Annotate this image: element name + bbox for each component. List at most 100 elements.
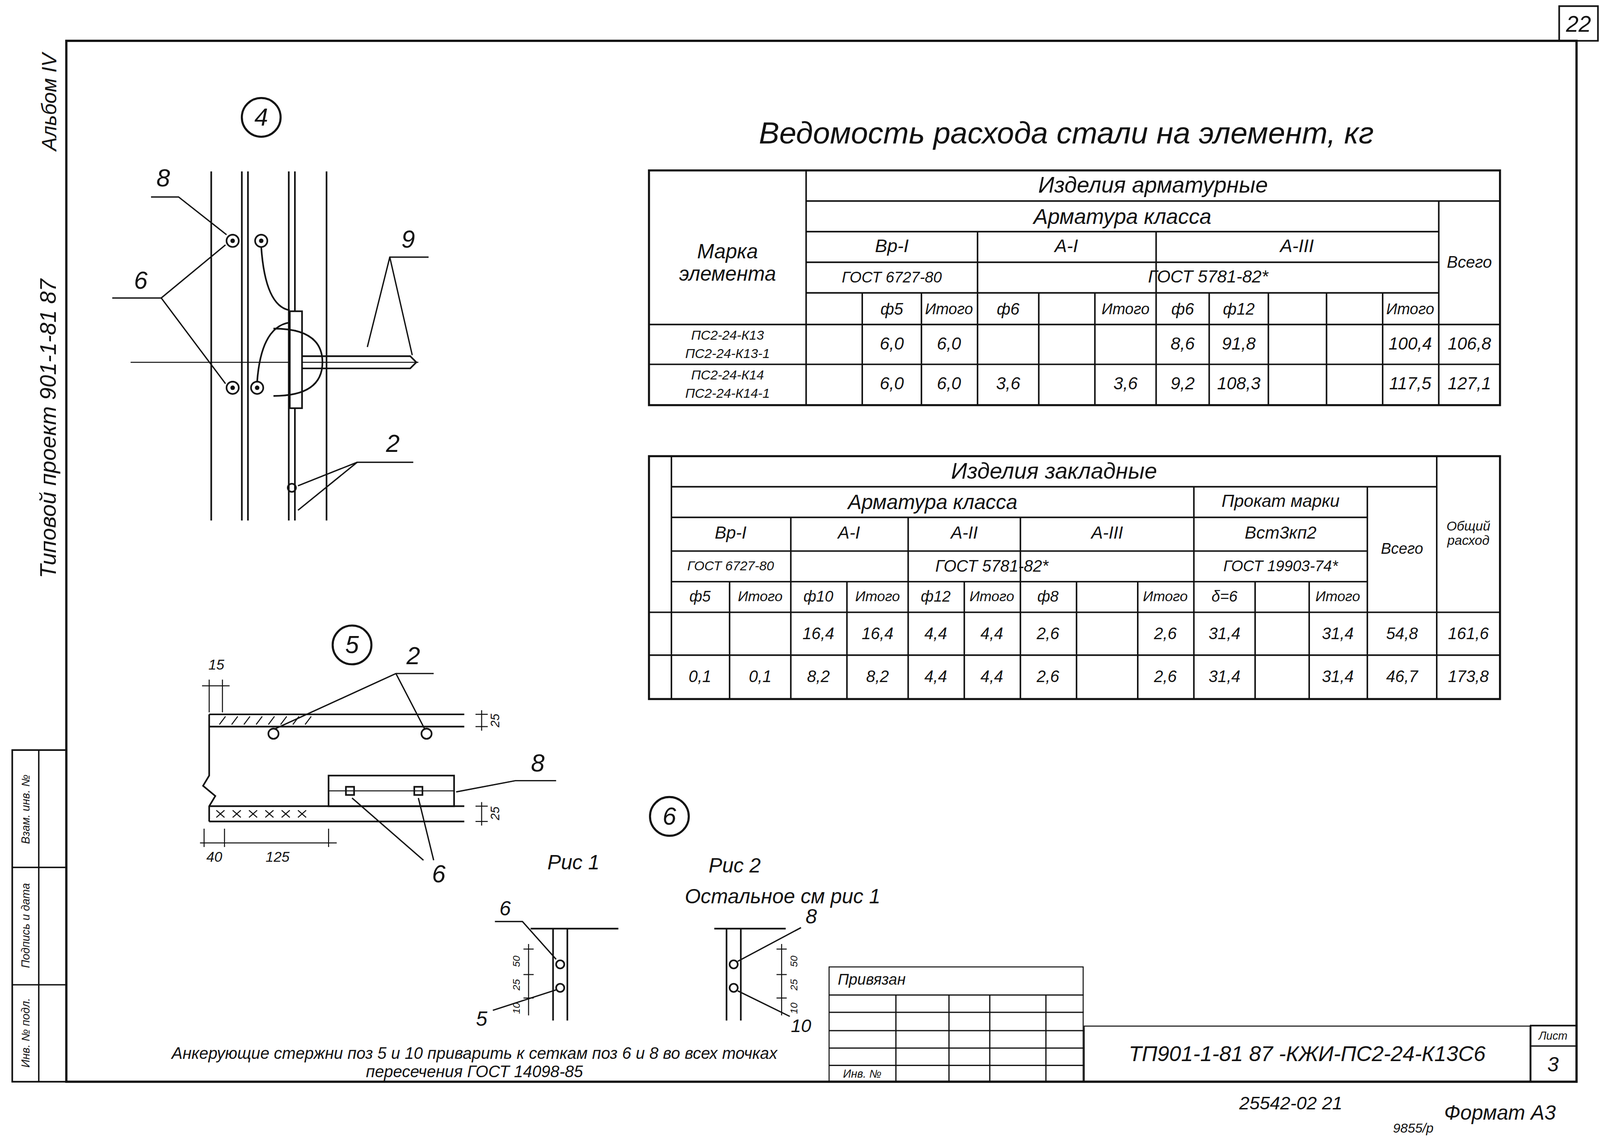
steel-table-arm-part bbox=[806, 170, 1440, 405]
table-cell: 2,6 bbox=[1036, 624, 1060, 643]
detail-4-drawing-part bbox=[130, 361, 419, 363]
table-cell: 8,2 bbox=[866, 667, 889, 686]
position-number: 2 bbox=[406, 642, 421, 670]
detail-4-drawing-part-part bbox=[230, 238, 236, 244]
sheet-number: 22 bbox=[1566, 12, 1592, 37]
detail-5-drawing-part bbox=[275, 673, 434, 729]
table-cell: 2,6 bbox=[1036, 667, 1060, 686]
table-cell: 31,4 bbox=[1322, 624, 1354, 643]
detail-4-drawing-part bbox=[226, 234, 239, 247]
steel-table-arm-part bbox=[648, 170, 1500, 405]
dimension: 50 bbox=[788, 955, 800, 967]
table-cell: 16,4 bbox=[861, 624, 894, 643]
dimension: 125 bbox=[265, 849, 290, 865]
detail-4-drawing-part bbox=[151, 197, 227, 235]
table-header: δ=6 bbox=[1211, 588, 1238, 606]
sheet-title: Ведомость расхода стали на элемент, кг bbox=[758, 115, 1374, 150]
table-header: ф6 bbox=[1171, 300, 1195, 319]
table-header: Итого bbox=[1386, 300, 1435, 318]
detail-6-drawing-part bbox=[555, 960, 565, 969]
position-number: 6 bbox=[499, 896, 511, 920]
table-cell: 4,4 bbox=[924, 624, 948, 643]
dimension: 50 bbox=[510, 955, 523, 967]
table-header: Итого bbox=[854, 589, 900, 605]
detail-5-drawing-part bbox=[345, 786, 354, 795]
figure-label: Рис 1 bbox=[547, 850, 600, 874]
position-number: 6 bbox=[432, 861, 447, 889]
table-cell: 2,6 bbox=[1153, 667, 1177, 686]
table-header: Всего bbox=[1381, 540, 1424, 558]
table-header: Всего bbox=[1446, 253, 1492, 272]
table-cell: 127,1 bbox=[1447, 374, 1491, 395]
table-header: Вст3кп2 bbox=[1244, 524, 1317, 544]
detail-5-drawing-part bbox=[414, 786, 423, 795]
node-text: 5 bbox=[345, 631, 359, 659]
detail-5-drawing-part bbox=[475, 710, 488, 826]
table-cell: 91,8 bbox=[1221, 335, 1256, 355]
figure-note: Остальное см рис 1 bbox=[684, 884, 881, 907]
sheet-number: 3 bbox=[1547, 1052, 1559, 1076]
position-number: 6 bbox=[134, 267, 148, 295]
stamp-field: Подпись и дата bbox=[19, 883, 32, 969]
table-header: Итого bbox=[969, 589, 1015, 605]
project-code: Типовой проект 901-1-81 87 bbox=[36, 278, 62, 579]
detail-4-drawing-part bbox=[112, 244, 226, 299]
dimension: 40 bbox=[206, 849, 223, 865]
node-text: 4 bbox=[254, 103, 269, 131]
node-text: ТП901-1-81 87 -КЖИ-ПС2-24-К13С6 bbox=[1128, 1041, 1486, 1066]
table-header: ф5 bbox=[689, 588, 711, 606]
table-heading: Изделия закладные bbox=[951, 458, 1158, 484]
detail-5-drawing-part bbox=[421, 728, 432, 739]
table-cell: 117,5 bbox=[1389, 374, 1432, 395]
detail-4-drawing-part bbox=[389, 256, 413, 355]
stamp-field: Взам. инв. № bbox=[19, 774, 32, 844]
table-header: ф12 bbox=[1222, 300, 1255, 319]
detail-6-drawing-part bbox=[729, 983, 738, 992]
table-header: ф10 bbox=[803, 588, 834, 606]
dimension: 10 bbox=[788, 1002, 800, 1014]
archive-number: 9855/р bbox=[1393, 1121, 1434, 1137]
table-cell: 31,4 bbox=[1322, 667, 1354, 686]
steel-table-embedded-part bbox=[648, 486, 1500, 656]
table-cell: 6,0 bbox=[936, 374, 961, 395]
table-heading: Изделия арматурные bbox=[1038, 173, 1268, 198]
dimension: 25 bbox=[788, 979, 800, 991]
table-cell: 161,6 bbox=[1448, 624, 1489, 643]
detail-callout: 6 bbox=[648, 795, 690, 837]
position-number: 5 bbox=[475, 1006, 488, 1030]
stamp-field: Инв. № bbox=[842, 1067, 882, 1080]
table-header: Вр-I bbox=[875, 236, 909, 257]
table-header: ф12 bbox=[920, 588, 951, 606]
table-header: ГОСТ 5781-82* bbox=[935, 557, 1049, 576]
detail-6-drawing bbox=[492, 921, 802, 1021]
table-header: Марка элемента bbox=[656, 240, 800, 285]
stamp-field: Инв. № подл. bbox=[19, 997, 32, 1068]
table-header: Итого bbox=[1315, 589, 1360, 605]
detail-4-drawing-part bbox=[298, 462, 414, 486]
detail-5-drawing-part bbox=[456, 780, 557, 792]
dimension: 25 bbox=[510, 979, 523, 991]
table-cell: 3,6 bbox=[996, 374, 1021, 395]
table-cell: 8,2 bbox=[807, 667, 830, 686]
album-number: Альбом IV bbox=[37, 53, 60, 151]
detail-4-drawing-part bbox=[230, 238, 264, 391]
detail-4-drawing-part bbox=[273, 328, 323, 396]
sheet-frame-part bbox=[12, 749, 67, 1082]
table-header: Итого bbox=[1101, 300, 1150, 318]
table-header: Вр-I bbox=[714, 524, 747, 544]
detail-4-drawing-part bbox=[287, 483, 296, 492]
detail-5-drawing-part bbox=[219, 716, 312, 725]
table-cell: 6,0 bbox=[879, 374, 904, 395]
element-mark: ПС2-24-К14 bbox=[691, 368, 765, 384]
detail-4-drawing-part bbox=[211, 171, 327, 521]
steel-table-arm-part bbox=[648, 201, 1500, 365]
table-header: Итого bbox=[737, 589, 783, 605]
detail-4-drawing-part-part bbox=[254, 385, 260, 391]
table-cell: 0,1 bbox=[749, 667, 772, 686]
position-number: 10 bbox=[790, 1016, 812, 1037]
table-header: Итого bbox=[925, 300, 973, 318]
figure-label: Рис 2 bbox=[708, 854, 761, 877]
table-cell: 6,0 bbox=[936, 335, 961, 355]
